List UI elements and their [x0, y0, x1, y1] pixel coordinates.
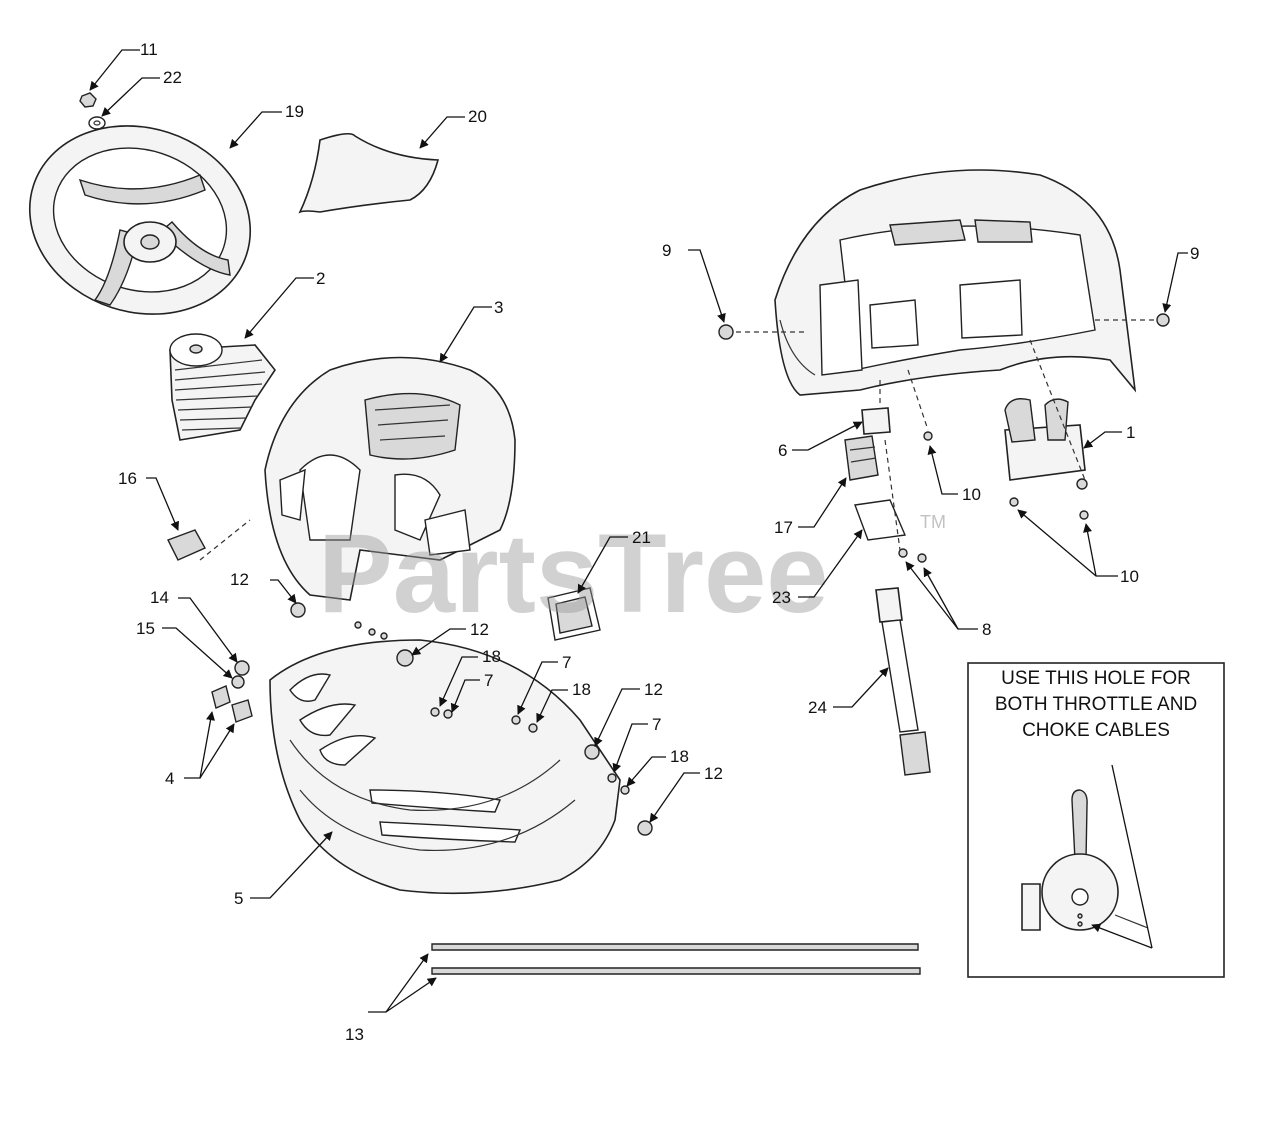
- watermark: PartsTree: [318, 511, 829, 636]
- callout-10-right: 10: [1120, 567, 1139, 586]
- leader-lines: [89, 49, 1188, 1013]
- callout-23: 23: [772, 588, 791, 607]
- bracket-clip: [167, 529, 206, 561]
- hardware: [231, 602, 653, 836]
- callout-9-left: 9: [662, 241, 671, 260]
- callout-12-left: 12: [230, 570, 249, 589]
- callout-12-d: 12: [704, 764, 723, 783]
- callout-7-c: 7: [652, 715, 661, 734]
- note-line-2: BOTH THROTTLE AND: [995, 694, 1197, 715]
- note-line-1: USE THIS HOLE FOR: [1001, 668, 1191, 689]
- callout-24: 24: [808, 698, 827, 717]
- callout-13: 13: [345, 1025, 364, 1044]
- callout-8: 8: [982, 620, 991, 639]
- callout-12-c: 12: [644, 680, 663, 699]
- bracket: [861, 407, 891, 435]
- callout-6: 6: [778, 441, 787, 460]
- callout-1: 1: [1126, 423, 1135, 442]
- throttle-detail: [1021, 789, 1149, 931]
- note-line-3: CHOKE CABLES: [1022, 720, 1170, 741]
- callout-16: 16: [118, 469, 137, 488]
- callout-17: 17: [774, 518, 793, 537]
- steering-boot: [169, 333, 276, 441]
- trim-strips: [431, 943, 921, 975]
- callout-7-b: 7: [562, 653, 571, 672]
- lower-hood-panel: [269, 639, 621, 895]
- note-inset: USE THIS HOLE FOR BOTH THROTTLE AND CHOK…: [967, 662, 1225, 978]
- callout-4: 4: [165, 769, 174, 788]
- callout-18-a: 18: [482, 647, 501, 666]
- callout-22: 22: [163, 68, 182, 87]
- callout-19: 19: [285, 102, 304, 121]
- throttle-control: [1004, 398, 1088, 490]
- ignition-switch: [844, 435, 879, 481]
- trim-bezel: [547, 587, 601, 641]
- clips: [211, 685, 253, 723]
- callout-5: 5: [234, 889, 243, 908]
- callout-20: 20: [468, 107, 487, 126]
- callout-3: 3: [494, 298, 503, 317]
- steering-wheel: [28, 125, 252, 315]
- callout-18-c: 18: [670, 747, 689, 766]
- callout-18-b: 18: [572, 680, 591, 699]
- dash-housing: [774, 169, 1137, 396]
- wheel-insert: [298, 132, 440, 214]
- watermark-tm: TM: [920, 512, 946, 532]
- washer: [88, 116, 106, 130]
- callout-7-a: 7: [484, 671, 493, 690]
- dash-panel: [264, 356, 516, 601]
- nut: [79, 92, 97, 108]
- callout-15: 15: [136, 619, 155, 638]
- wire-harness: [875, 587, 931, 776]
- callout-10-top: 10: [962, 485, 981, 504]
- callout-labels: 11 22 19 20 2 3 16 21 12 14 15 12 18 7 7…: [118, 40, 1199, 1044]
- callout-14: 14: [150, 588, 169, 607]
- callout-11: 11: [140, 40, 158, 59]
- callout-12-middle: 12: [470, 620, 489, 639]
- control-module: [854, 499, 907, 541]
- callout-21: 21: [632, 528, 651, 547]
- callout-2: 2: [316, 269, 325, 288]
- callout-9-right: 9: [1190, 244, 1199, 263]
- screws: [718, 313, 1170, 563]
